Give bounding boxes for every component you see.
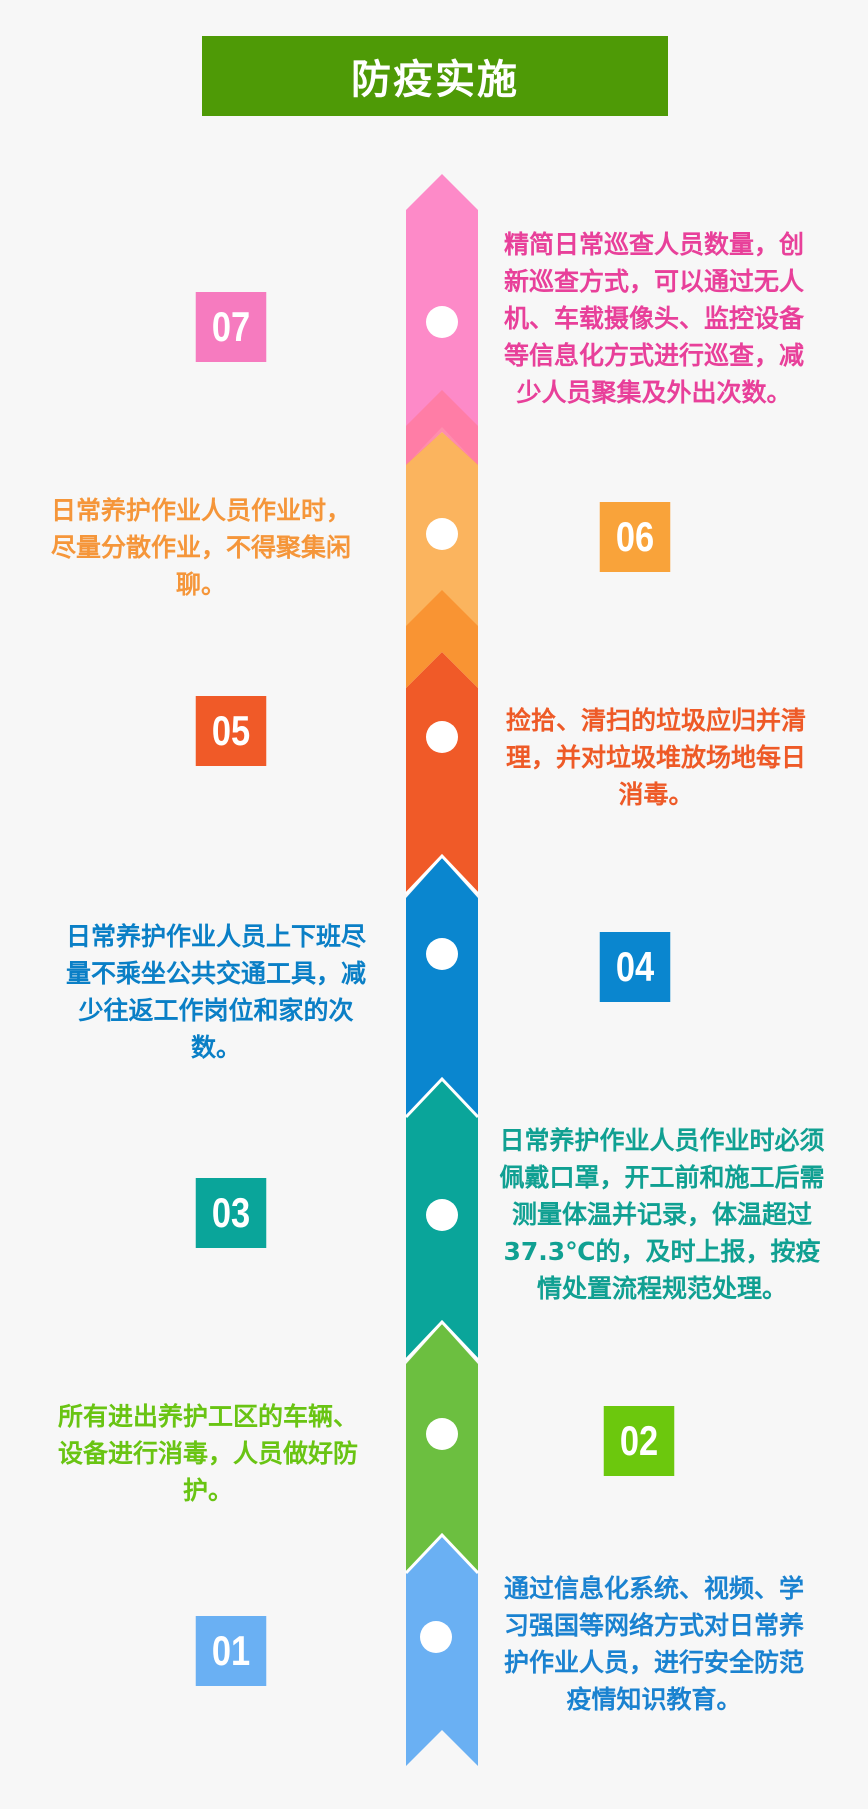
step-description-04: 日常养护作业人员上下班尽量不乘坐公共交通工具，减少往返工作岗位和家的次数。 bbox=[65, 922, 366, 1062]
step-badge-04: 04 bbox=[599, 932, 671, 1002]
timeline-node-02 bbox=[426, 1418, 458, 1450]
step-description-05: 捡拾、清扫的垃圾应归并清理，并对垃圾堆放场地每日消毒。 bbox=[505, 706, 806, 809]
timeline-node-06 bbox=[426, 518, 458, 550]
timeline-node-03 bbox=[426, 1199, 458, 1231]
timeline-separator bbox=[404, 1076, 480, 1119]
step-number: 03 bbox=[211, 1189, 251, 1236]
step-badge-01: 01 bbox=[195, 1616, 267, 1686]
timeline-separator bbox=[404, 1532, 480, 1575]
step-badge-07: 07 bbox=[195, 292, 267, 362]
timeline-overlap-07-06 bbox=[406, 390, 478, 465]
step-number: 02 bbox=[619, 1417, 659, 1464]
step-number: 04 bbox=[615, 943, 655, 990]
step-badge-02: 02 bbox=[603, 1406, 675, 1476]
timeline-node-07 bbox=[426, 306, 458, 338]
step-badge-06: 06 bbox=[599, 502, 671, 572]
timeline-node-04 bbox=[426, 938, 458, 970]
timeline-separator bbox=[404, 1319, 480, 1362]
timeline-overlap-06-05 bbox=[406, 590, 478, 688]
step-number: 01 bbox=[211, 1627, 251, 1674]
step-number: 07 bbox=[211, 303, 251, 350]
timeline-separator bbox=[404, 853, 480, 896]
step-badge-03: 03 bbox=[195, 1178, 267, 1248]
timeline-segment-05 bbox=[406, 652, 478, 892]
step-description-02: 所有进出养护工区的车辆、设备进行消毒，人员做好防护。 bbox=[57, 1402, 358, 1505]
step-badge-05: 05 bbox=[195, 696, 267, 766]
timeline-node-05 bbox=[426, 721, 458, 753]
step-number: 05 bbox=[211, 707, 251, 754]
timeline-node-01 bbox=[420, 1621, 452, 1653]
page-title: 防疫实施 bbox=[351, 57, 519, 103]
step-number: 06 bbox=[615, 513, 655, 560]
step-description-06: 日常养护作业人员作业时，尽量分散作业，不得聚集闲聊。 bbox=[50, 496, 351, 599]
step-description-01: 通过信息化系统、视频、学习强国等网络方式对日常养护作业人员，进行安全防范疫情知识… bbox=[503, 1574, 804, 1714]
step-description-07: 精简日常巡查人员数量，创新巡查方式，可以通过无人机、车载摄像头、监控设备等信息化… bbox=[503, 230, 804, 407]
title-banner: 防疫实施 bbox=[202, 36, 668, 116]
timeline-segment-04 bbox=[406, 858, 478, 1115]
step-description-03: 日常养护作业人员作业时必须佩戴口罩，开工前和施工后需测量体温并记录，体温超过37… bbox=[499, 1126, 825, 1303]
